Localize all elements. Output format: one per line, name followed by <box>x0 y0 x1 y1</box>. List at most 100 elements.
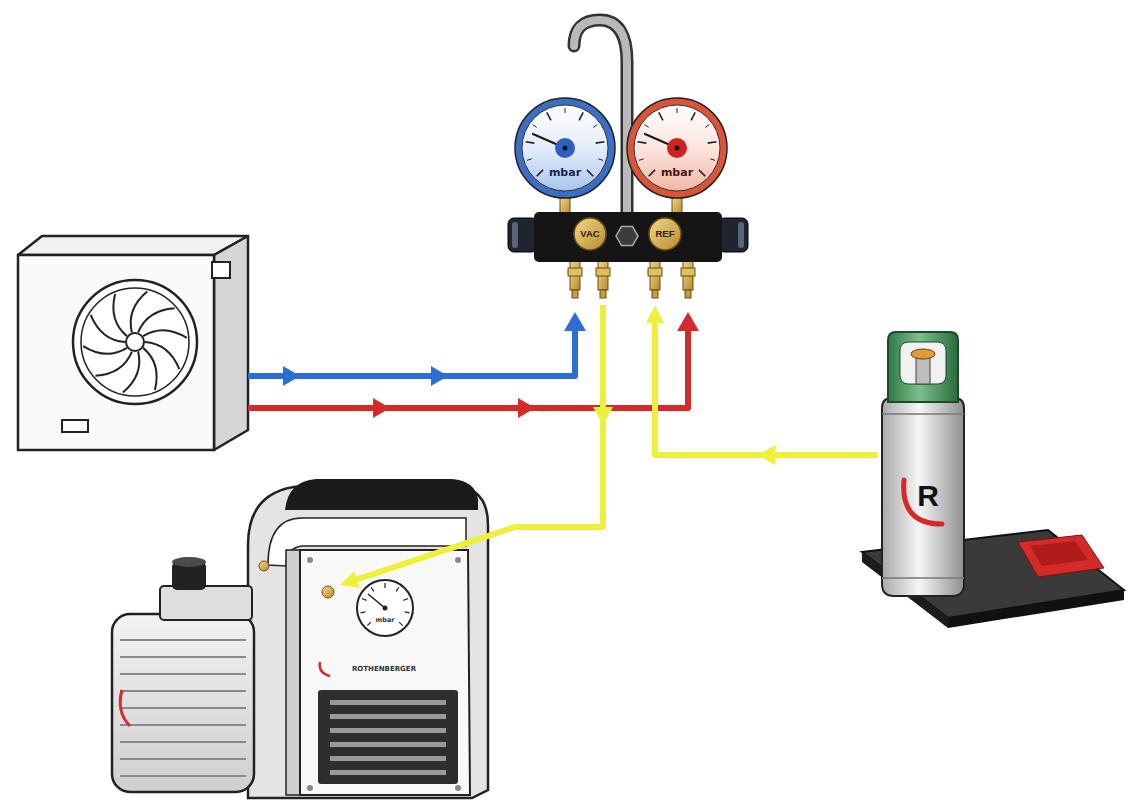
node-outline-part <box>555 138 575 158</box>
node-outline-part <box>659 112 663 120</box>
node-sublabel: REF <box>656 229 675 239</box>
vacuum-pump-part <box>383 606 388 611</box>
grille-slats-part <box>330 728 446 733</box>
suction-line <box>248 312 586 386</box>
inlet-port <box>322 586 334 598</box>
node-outline-part <box>512 222 518 248</box>
brand-swoosh <box>320 662 330 676</box>
vent-grille <box>318 690 458 784</box>
node-outline <box>508 210 748 305</box>
node-sublabel: ROTHENBERGER <box>352 666 416 673</box>
pressure-line-part <box>518 398 535 418</box>
node-label: mbar <box>549 167 581 178</box>
vacuum-pump-part <box>307 785 313 791</box>
vacuum-pump <box>112 479 488 798</box>
node-outline-part <box>900 342 946 384</box>
node-outline-part <box>627 98 727 198</box>
vacuum-pump: mbarROTHENBERGER <box>235 585 488 800</box>
hose-connector <box>357 305 613 579</box>
node-outline <box>878 330 968 598</box>
node-label: VAC <box>580 229 599 239</box>
motor-fins-part <box>120 758 246 760</box>
node-outline-part <box>515 98 615 198</box>
fan-blades-part <box>83 346 127 354</box>
vacuum-pump-part <box>455 785 461 791</box>
outdoor-unit-part <box>18 255 214 450</box>
node-outline-part <box>882 577 964 579</box>
vacuum-pump-part <box>307 557 313 563</box>
node-outline <box>625 96 729 200</box>
node-outline-part <box>565 108 566 113</box>
suction-line-part <box>283 366 300 386</box>
vacuum-pump-part <box>286 550 300 795</box>
node-outline-part <box>534 212 722 262</box>
node-outline-part <box>600 290 606 298</box>
vacuum-pump-part <box>285 479 478 510</box>
node-outline-part <box>537 170 543 176</box>
node-outline-part <box>525 142 534 143</box>
fan-blades-part <box>143 330 187 338</box>
pump-gauge-ticks-part <box>403 598 408 600</box>
fan-blades-part <box>95 352 131 376</box>
vacuum-pump-part <box>160 586 252 620</box>
grille-slats <box>330 700 446 775</box>
manifold-block: VAC REF <box>508 210 748 305</box>
outdoor-unit-part <box>73 280 197 404</box>
grille-slats-part <box>330 756 446 761</box>
node-outline-part <box>527 159 532 161</box>
flow-arrow <box>593 407 613 425</box>
node-outline-part <box>705 124 709 127</box>
node-label: R <box>917 481 939 511</box>
node-outline-part <box>587 170 593 176</box>
unit-indicator <box>212 262 230 278</box>
node-label: mbar <box>661 167 693 178</box>
node-outline-part <box>677 108 678 113</box>
pump-gauge-ticks-part <box>405 611 410 613</box>
fan-blades-part <box>113 294 127 336</box>
unit-plate <box>62 420 88 432</box>
node-outline-part <box>639 159 644 161</box>
fan-blades-part <box>123 352 139 393</box>
node-outline <box>235 585 488 800</box>
node-outline-part <box>598 159 603 161</box>
node-outline-part <box>596 268 610 276</box>
pump-gauge-ticks-part <box>362 598 367 600</box>
pump-gauge-ticks-part <box>384 583 385 588</box>
pressure-line-part <box>248 330 688 408</box>
refrigerant-cylinder: R <box>878 330 968 598</box>
pump-gauge-ticks-part <box>367 622 371 626</box>
hose-connector <box>655 323 878 465</box>
node-outline-part <box>699 170 705 176</box>
motor-fins <box>120 640 246 776</box>
pump-gauge-ticks-part <box>399 622 403 626</box>
pump-gauge-ticks-part <box>396 587 399 591</box>
fan-blades-part <box>131 291 147 332</box>
node-outline-part <box>574 218 606 250</box>
outdoor-unit-part <box>81 288 189 396</box>
motor-fins-part <box>120 690 246 692</box>
outdoor-unit <box>18 236 248 450</box>
motor-fins-part <box>120 741 246 743</box>
node-outline <box>513 96 617 200</box>
refrigerant-scale-part <box>1018 535 1104 577</box>
node-outline-part <box>675 146 680 151</box>
pump-gauge <box>357 580 413 636</box>
node-outline-part <box>652 290 658 298</box>
node-outline-part <box>904 480 942 524</box>
node-outline-part <box>579 112 583 120</box>
node-outline-part <box>634 105 720 191</box>
node-outline-part <box>572 290 578 298</box>
pump-gauge-ticks-part <box>360 611 365 613</box>
fan-blades-part <box>143 348 157 390</box>
pressure-line <box>248 312 699 418</box>
node-outline-part <box>637 142 646 143</box>
node-outline-part <box>649 170 655 176</box>
node-outline-part <box>522 105 608 191</box>
grille-slats-part <box>330 700 446 705</box>
motor-fins-part <box>120 775 246 777</box>
grille-slats-part <box>330 714 446 719</box>
node-outline-part <box>667 138 687 158</box>
node-outline-part <box>596 142 605 143</box>
